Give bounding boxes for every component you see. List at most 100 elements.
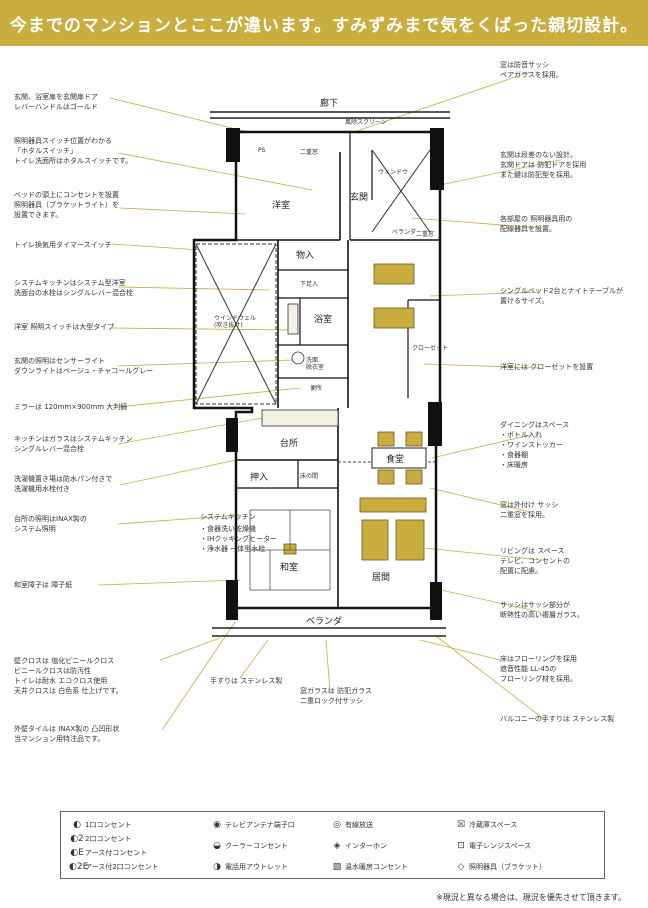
outlet-2-icon: ◐2 <box>70 834 84 844</box>
sofa-seat <box>361 519 389 561</box>
columns <box>226 128 444 620</box>
outlet-2e-icon: ◐2E <box>69 862 89 872</box>
room-veranda-bottom: ベランダ <box>306 615 342 627</box>
note-center-2: ・食器洗い乾燥機 ・IHクッキングヒーター ・浄水器 一体型水栓 <box>200 525 278 553</box>
room-well: ウインドウェル(吹き抜け) <box>214 314 256 329</box>
note-left-10: 洗濯機置き場は防水パン付きで 洗濯機用水栓付き <box>14 475 113 493</box>
note-right-10: 床はフローリングを採用 遮音性能 LL-45の フローリング材を採用。 <box>500 655 577 683</box>
dining-chair <box>377 431 395 447</box>
room-tokonoma: 床の間 <box>300 472 318 480</box>
tv-antenna-icon: ◉ <box>213 820 221 830</box>
legend-item-5: ◉テレビアンテナ端子口 <box>209 818 295 832</box>
outlet-earth-icon: ◐E <box>70 848 84 858</box>
note-left-7: 玄関の照明はセンサーライト ダウンライトはベージュ・チャコールグレー <box>14 357 154 375</box>
legend-item-6: ◒クーラーコンセント <box>209 839 288 853</box>
room-daidokoro: 台所 <box>280 437 298 449</box>
cable-music-icon: ◎ <box>333 820 341 830</box>
room-ps: PS <box>258 147 266 154</box>
room-washitsu: 和室 <box>280 561 298 573</box>
room-roka: 廊下 <box>320 97 338 109</box>
dining-chair <box>377 469 395 485</box>
room-veranda-top: ベランダ <box>392 228 416 236</box>
room-mono: 物入 <box>296 249 314 261</box>
legend-item-12: ⊡電子レンジスペース <box>453 839 531 853</box>
legend-item-1: ◐1口コンセント <box>69 818 131 832</box>
legend-item-13: ◇照明器具（ブラケット） <box>453 860 546 874</box>
footnote: ※現況と異なる場合は、現況を優先させて頂きます。 <box>436 893 626 902</box>
note-right-6: ダイニングはスペース ・ボトル入れ ・ワインストッカー ・食器棚 ・床暖房 <box>500 421 570 469</box>
note-left-1: 玄関、浴室扉を玄関扉ドア レバーハンドルはゴールド <box>14 93 98 111</box>
bed-1 <box>373 263 415 285</box>
note-left-5: システムキッチンはシステム型洋室 洗面台の水栓はシングルレバー混合栓 <box>14 279 133 297</box>
phone-outlet-icon: ◑ <box>213 862 221 872</box>
page-title: 今までのマンションとここが違います。すみずみまで気をくばった親切設計。 <box>9 16 639 36</box>
legend-item-3: ◐Eアース付コンセント <box>70 848 148 858</box>
note-right-8: リビングは スペース テレビ、コンセントの 配置に配慮。 <box>500 547 570 575</box>
room-nijuumado: 二重窓 <box>300 148 318 156</box>
room-shokudo: 食堂 <box>386 453 404 465</box>
note-right-11: バルコニーの手すりは ステンレス製 <box>500 715 615 723</box>
note-left-12: 和室障子は 障子紙 <box>14 581 73 589</box>
note-right-9: サッシはサッシ部分が 断熱性の高い複層ガラス。 <box>500 601 584 619</box>
intercom-icon: ◈ <box>333 841 341 851</box>
legend-item-8: ◎有線放送 <box>329 818 373 832</box>
note-left-6: 洋室 照明スイッチは大型タイプ <box>14 323 115 331</box>
legend-item-11: ☒冷蔵庫スペース <box>453 818 517 832</box>
note-right-1: 窓は防音サッシ ペアガラスを採用。 <box>500 61 563 79</box>
note-right-2: 玄関は段差のない設計。 玄関ドアは 防犯ドアを採用 また鍵は防犯型を採用。 <box>500 151 587 179</box>
outlet-icon: ◐ <box>73 820 81 830</box>
heater-outlet-icon: ▨ <box>332 862 342 872</box>
room-yoku: 浴室 <box>314 313 332 325</box>
room-window: ウィンドウ <box>378 168 408 176</box>
annotation-leaders <box>97 71 561 731</box>
room-labels: PS 二重窓 風除スクリーン 廊下 洋室 玄関 ウィンドウ ベランダ 二重窓 物… <box>214 97 448 627</box>
room-kutsu: 下足入 <box>300 281 318 288</box>
room-nijuumado2: 二重窓 <box>416 230 434 238</box>
bracket-light-icon: ◇ <box>457 862 465 872</box>
legend-item-4: ◐2Eアース付2口コンセント <box>69 862 159 872</box>
bed-2 <box>373 307 415 329</box>
note-right-3: 各部屋の 照明器具用の 配線器具を設置。 <box>500 215 573 233</box>
note-left-11: 台所の照明はINAX製の システム照明 <box>14 515 87 533</box>
note-left-3: ベッドの頭上にコンセントを設置 照明器具（ブラケットライト）を 設置できます。 <box>14 191 119 219</box>
note-center-1: システムキッチン <box>200 513 256 521</box>
room-genkan: 玄関 <box>350 191 368 203</box>
note-left-2: 照明器具スイッチ位置がわかる 「ホタルスイッチ」 トイレ洗面所はホタルスイッチで… <box>14 137 133 165</box>
legend-item-9: ◈インターホン <box>329 839 387 853</box>
note-left-13: 壁クロスは 塩化ビニールクロス ビニールクロスは防汚性 トイレは耐水 エコクロス… <box>14 657 123 695</box>
dining-table <box>371 447 427 469</box>
note-left-9: キッチンはガラスはシステムキッチン シングルレバー混合栓 <box>14 435 133 453</box>
dining-chair <box>405 469 423 485</box>
bottom-veranda <box>212 627 446 637</box>
dining-chair <box>405 431 423 447</box>
note-right-4: シングルベッド2台とナイトテーブルが 置けるサイズ。 <box>500 287 624 305</box>
room-oshiire: 押入 <box>250 471 268 483</box>
room-senmen: 洗面脱衣室 <box>306 356 324 371</box>
header-banner: 今までのマンションとここが違います。すみずみまで気をくばった親切設計。 <box>0 0 648 46</box>
note-right-7: 窓は外付け サッシ 二重窓を採用。 <box>500 501 559 519</box>
microwave-space-icon: ⊡ <box>457 841 465 851</box>
window-well <box>195 149 431 405</box>
cooler-outlet-icon: ◒ <box>213 841 221 851</box>
corridor <box>210 111 450 119</box>
room-closet: クローゼット <box>412 344 448 352</box>
note-left-8: ミラーは 120mm×900mm 大判鏡 <box>14 403 128 411</box>
legend-item-7: ◑電話用アウトレット <box>209 860 288 874</box>
legend-item-2: ◐22口コンセント <box>70 834 132 844</box>
tatami <box>249 509 331 591</box>
note-right-5: 洋室には クローゼットを設置 <box>500 363 594 371</box>
kitchen-counter <box>261 303 339 427</box>
room-wc: 便所 <box>310 384 322 392</box>
sofa-back <box>359 497 427 513</box>
fridge-space-icon: ☒ <box>456 820 466 830</box>
note-left-4: トイレ換気用タイマースイッチ <box>14 241 112 249</box>
note-center-3: 手すりは ステンレス製 <box>210 677 283 685</box>
legend: ◐1口コンセント ◐22口コンセント ◐Eアース付コンセント ◐2Eアース付2口… <box>60 811 605 879</box>
room-ima: 居間 <box>372 572 390 583</box>
note-left-14: 外壁タイルは INAX製の 凸凹形状 当マンション用特注品です。 <box>14 725 120 743</box>
note-center-4: 窓ガラスは 防犯ガラス 二重ロック付サッシ <box>300 687 372 705</box>
room-kazayoke: 風除スクリーン <box>345 118 387 126</box>
legend-item-10: ▨温水暖房コンセント <box>329 860 408 874</box>
sofa-seat <box>395 519 425 561</box>
